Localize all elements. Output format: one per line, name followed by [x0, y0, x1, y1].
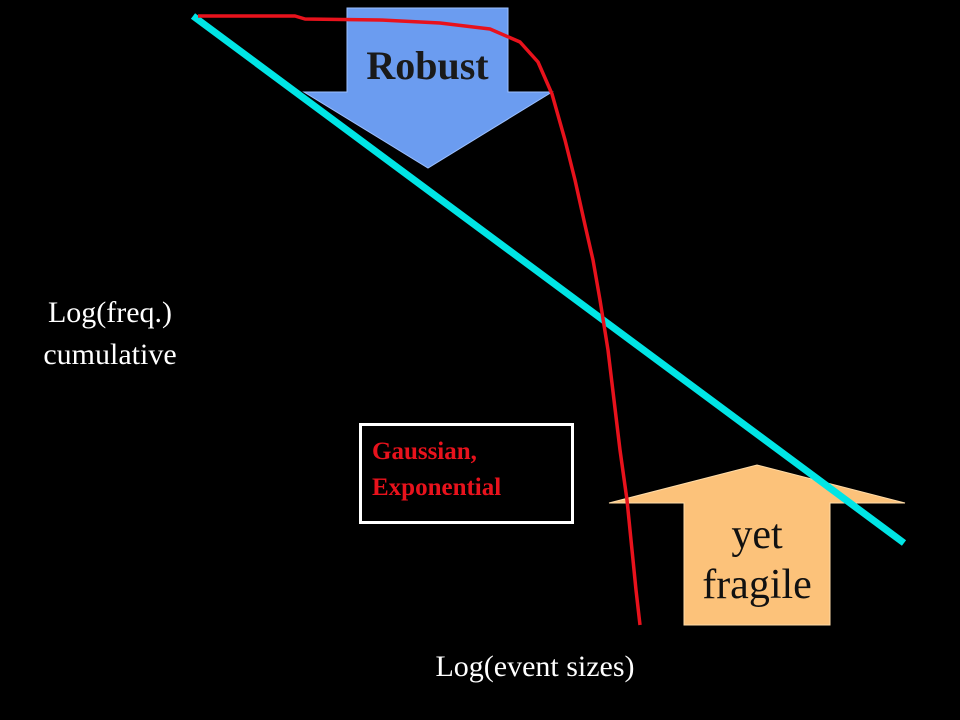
legend-line2: Exponential: [372, 474, 502, 501]
y-axis-label-line2: cumulative: [43, 338, 177, 371]
fragile-arrow: [608, 464, 906, 626]
y-axis-label: Log(freq.) cumulative: [10, 292, 210, 376]
legend-text: Gaussian, Exponential: [372, 434, 501, 506]
y-axis-label-line1: Log(freq.): [47, 296, 173, 329]
robust-label: Robust: [366, 43, 489, 88]
fragile-label-line1: yet: [731, 512, 783, 558]
legend-line1: Gaussian,: [372, 438, 477, 465]
exponential-curve: [198, 14, 642, 626]
power-law-line: [190, 13, 907, 546]
x-axis-label: Log(event sizes): [435, 650, 635, 683]
fragile-label: yet fragile: [684, 510, 830, 610]
robust-arrow: [302, 7, 554, 169]
fragile-label-line2: fragile: [702, 562, 812, 608]
legend-box: Gaussian, Exponential: [359, 423, 574, 524]
